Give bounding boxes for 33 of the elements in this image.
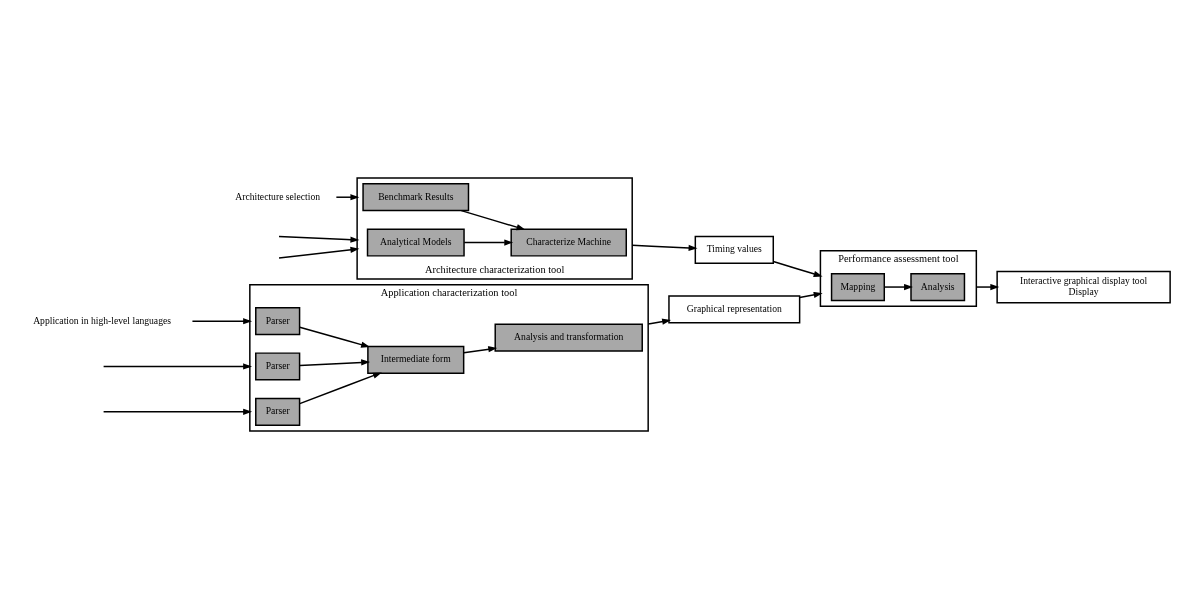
arrow [191,318,253,325]
node-box: Analysis [910,272,966,302]
arrow [883,283,913,291]
arrow [631,244,698,251]
node-box: Mapping [830,272,885,302]
arrow [463,346,498,354]
arrow [102,408,253,415]
arrow [975,283,1000,291]
arrow [299,372,382,405]
arrow [278,246,360,259]
node-box: Parser [255,352,301,381]
node-box: Graphical representation [668,295,801,324]
node-box: Interactive graphical display tool Display [996,270,1171,304]
node-box: Parser [255,397,301,426]
arrow [463,239,514,246]
node-box: Analytical Models [366,228,465,257]
node-box: Parser [255,307,301,336]
node-box: Analysis and transformation [494,323,643,352]
arrow [299,359,371,367]
node-box: Intermediate form [367,345,465,374]
arrow [335,194,360,201]
arrow [102,363,253,370]
arrow [278,235,360,243]
arrow [772,260,823,277]
node-box: Benchmark Results [362,183,470,212]
arrow [798,291,823,299]
node-text: Application in high-level languages [33,314,172,326]
arrow [647,318,672,325]
arrow [460,209,526,231]
node-text: Architecture selection [235,190,321,202]
node-box: Timing values [694,235,774,265]
arrow [299,326,370,348]
node-box: Characterize Machine [510,228,627,257]
